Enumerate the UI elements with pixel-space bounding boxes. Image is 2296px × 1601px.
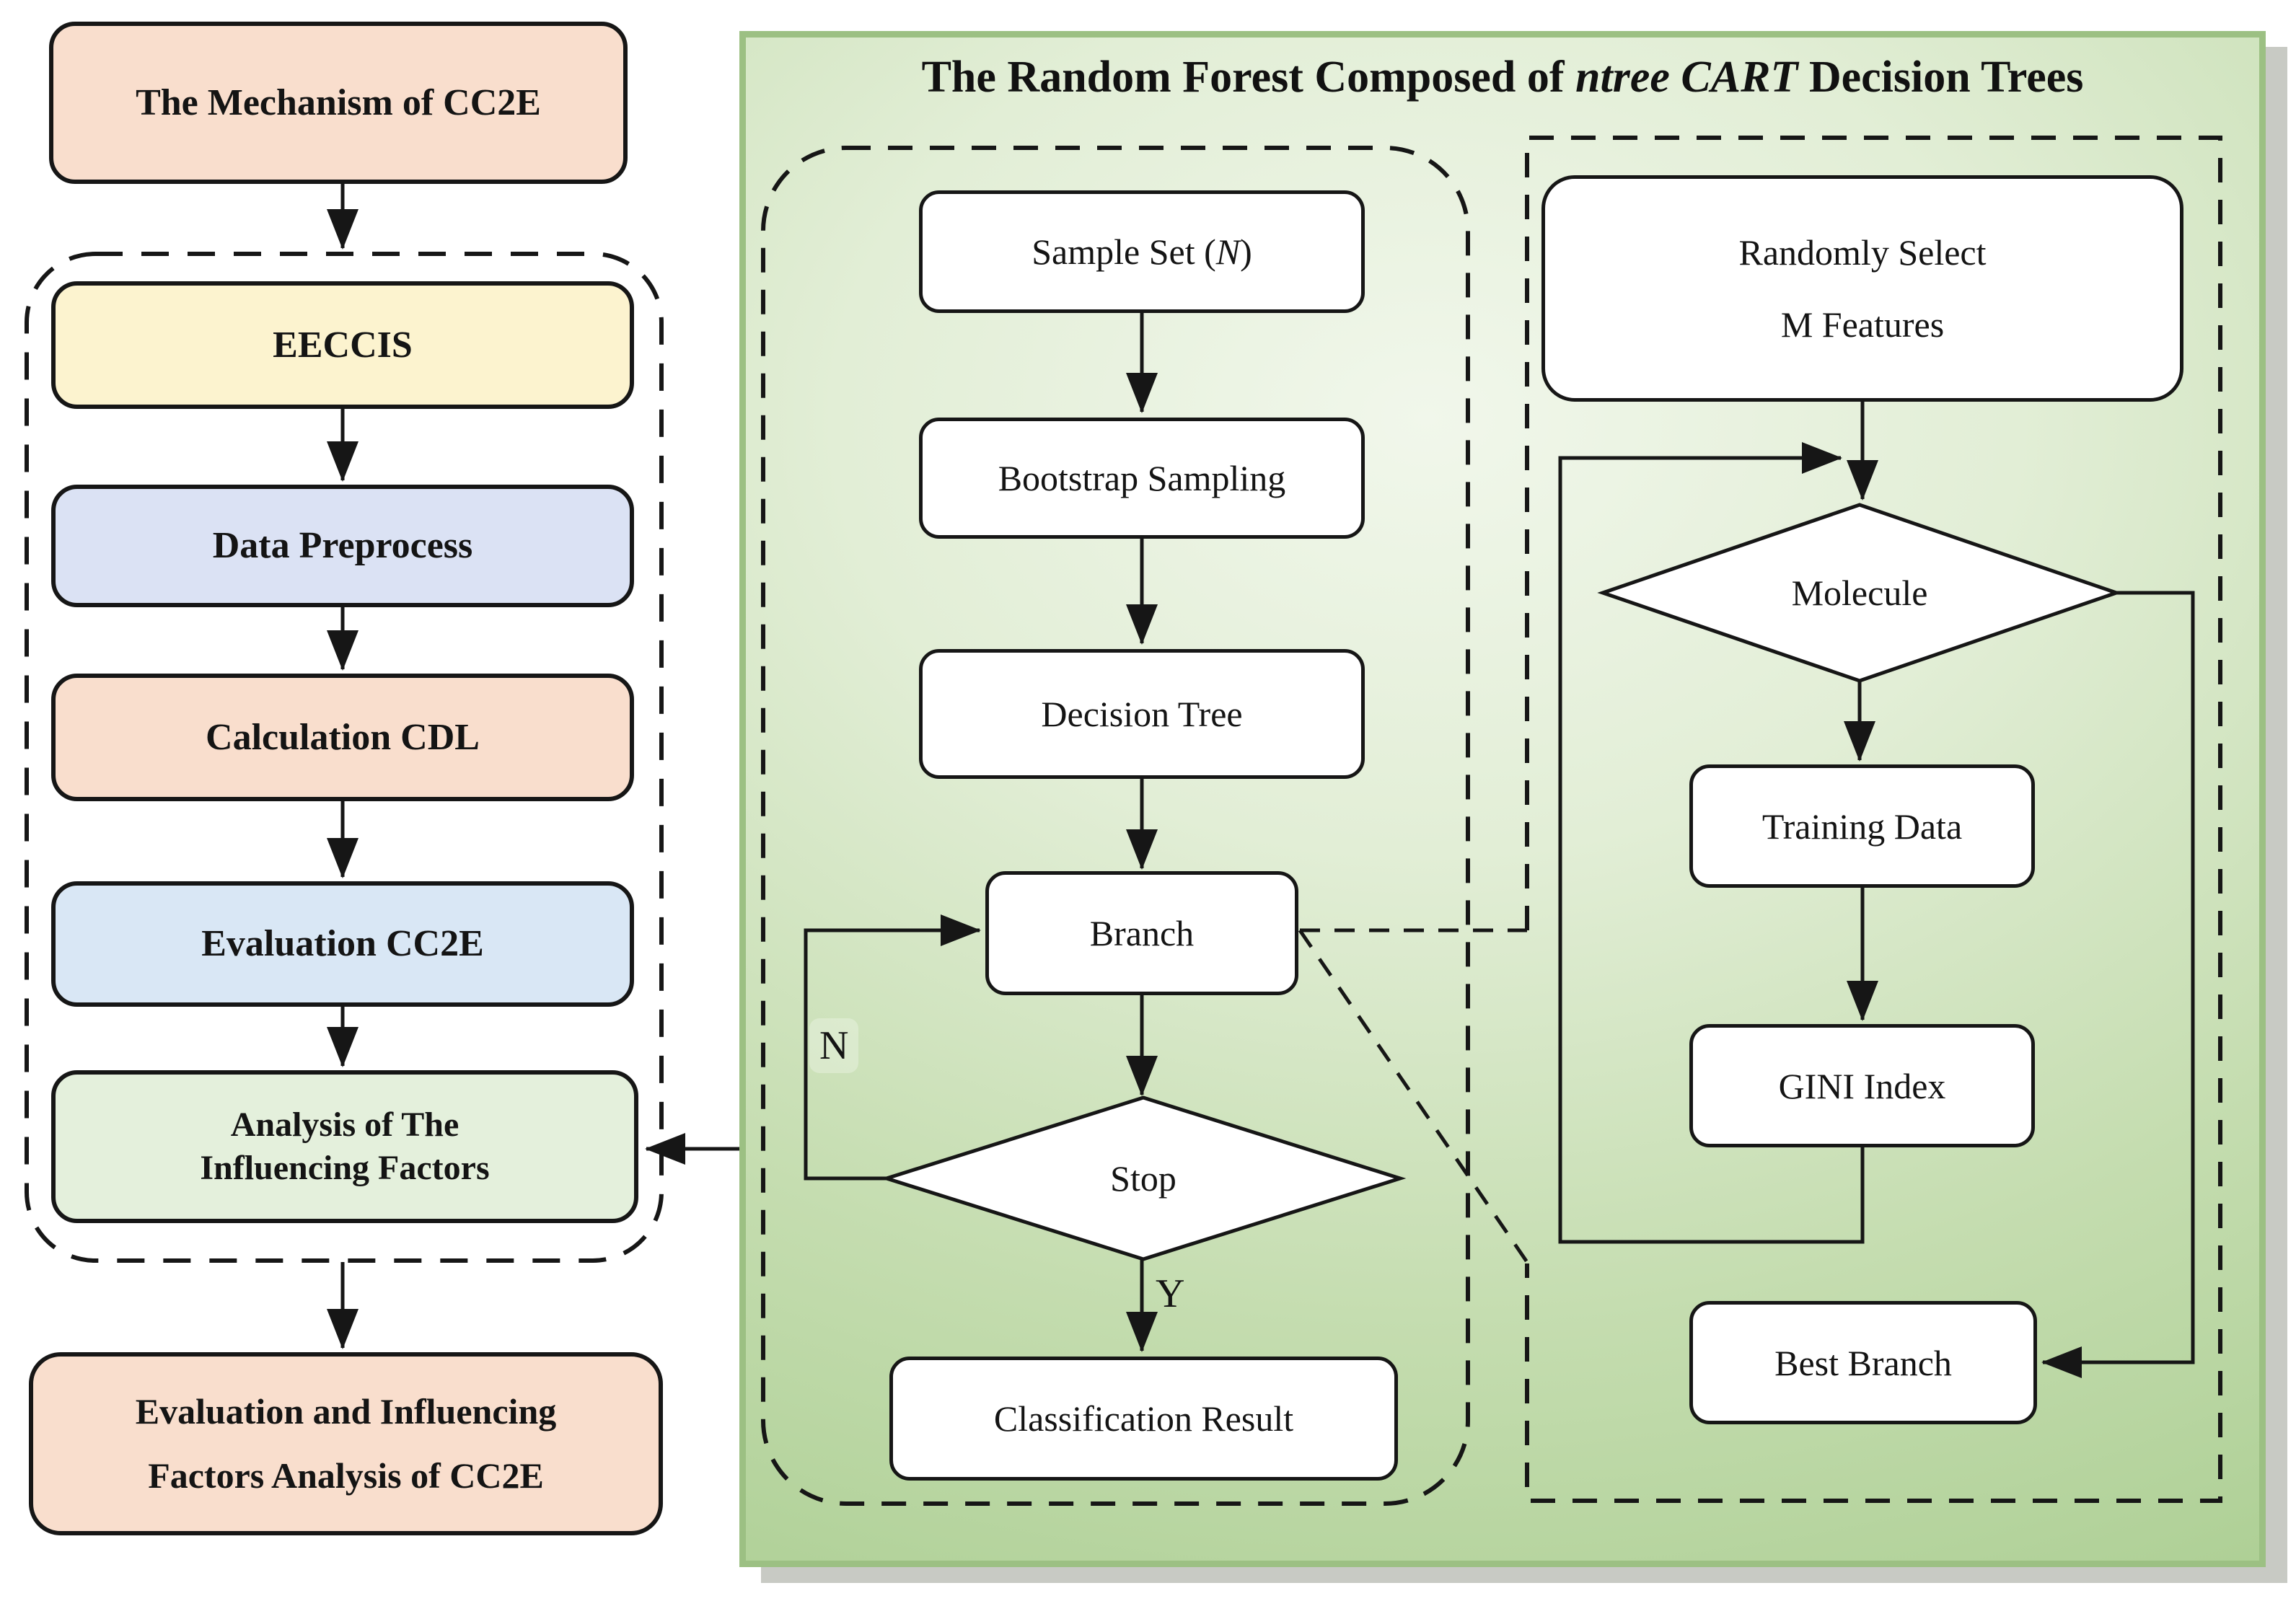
box-analysis-factors-line1: Analysis of The <box>230 1106 459 1144</box>
box-data-preprocess: Data Preprocess <box>51 485 634 607</box>
molecule-diamond-text: Molecule <box>1791 573 1928 613</box>
box-analysis-factors: Analysis of The Influencing Factors <box>51 1070 638 1223</box>
box-classification-result: Classification Result <box>889 1357 1398 1481</box>
molecule-diamond-label: Molecule <box>1603 505 2116 681</box>
box-branch-label: Branch <box>1089 913 1195 953</box>
box-decision-tree-label: Decision Tree <box>1041 694 1243 734</box>
box-gini-index-label: GINI Index <box>1778 1065 1946 1106</box>
box-gini-index: GINI Index <box>1689 1024 2035 1147</box>
panel-title-prefix: The Random Forest Composed of <box>921 53 1576 102</box>
box-randomly-select-line2: M Features <box>1780 304 1945 345</box>
box-decision-tree: Decision Tree <box>919 649 1365 779</box>
box-mechanism-label: The Mechanism of CC2E <box>136 81 541 123</box>
box-training-data: Training Data <box>1689 764 2035 888</box>
stop-diamond-label: Stop <box>887 1098 1400 1259</box>
box-calculation-cdl-label: Calculation CDL <box>206 716 480 758</box>
sample-set-suffix: ) <box>1240 231 1252 272</box>
box-calculation-cdl: Calculation CDL <box>51 674 634 801</box>
box-analysis-factors-line2: Influencing Factors <box>200 1149 490 1187</box>
arrow-molecule-to-bestbranch <box>2041 591 2195 1378</box>
panel-title-suffix: Decision Trees <box>1798 53 2084 102</box>
box-randomly-select: Randomly Select M Features <box>1541 175 2183 402</box>
box-mechanism: The Mechanism of CC2E <box>49 22 628 184</box>
box-branch: Branch <box>985 871 1298 995</box>
loop-gini-to-molecule <box>1558 442 1865 1244</box>
box-evaluation-cc2e: Evaluation CC2E <box>51 881 634 1007</box>
sample-set-prefix: Sample Set ( <box>1032 231 1216 272</box>
stop-diamond <box>880 1095 1407 1261</box>
molecule-diamond <box>1597 503 2122 683</box>
left-dashed-container <box>25 252 664 1263</box>
sample-set-variable: N <box>1215 231 1241 272</box>
box-final-evaluation-line1: Evaluation and Influencing <box>135 1391 557 1432</box>
box-training-data-label: Training Data <box>1761 806 1963 847</box>
box-bootstrap-sampling: Bootstrap Sampling <box>919 418 1365 539</box>
panel-title: The Random Forest Composed of ntree CART… <box>765 52 2240 103</box>
stop-diamond-text: Stop <box>1110 1158 1176 1199</box>
box-sample-set-label: Sample Set (N) <box>1032 230 1252 273</box>
box-best-branch: Best Branch <box>1689 1301 2037 1424</box>
box-final-evaluation: Evaluation and Influencing Factors Analy… <box>29 1352 663 1535</box>
box-data-preprocess-label: Data Preprocess <box>212 525 473 567</box>
loop-stop-no-to-branch <box>804 914 981 1181</box>
yes-branch-label: Y <box>1156 1271 1185 1316</box>
box-final-evaluation-line2: Factors Analysis of CC2E <box>148 1455 544 1496</box>
box-evaluation-cc2e-label: Evaluation CC2E <box>201 923 484 965</box>
box-randomly-select-line1: Randomly Select <box>1738 232 1987 273</box>
box-eeccis-label: EECCIS <box>273 324 413 366</box>
box-bootstrap-sampling-label: Bootstrap Sampling <box>998 458 1286 498</box>
tree-dashed-container <box>761 146 1470 1506</box>
box-eeccis: EECCIS <box>51 281 634 409</box>
box-classification-result-label: Classification Result <box>993 1398 1294 1439</box>
box-best-branch-label: Best Branch <box>1774 1342 1952 1383</box>
panel-title-italic: ntree CART <box>1575 53 1798 102</box>
no-branch-label: N <box>809 1018 859 1073</box>
box-sample-set: Sample Set (N) <box>919 190 1365 313</box>
